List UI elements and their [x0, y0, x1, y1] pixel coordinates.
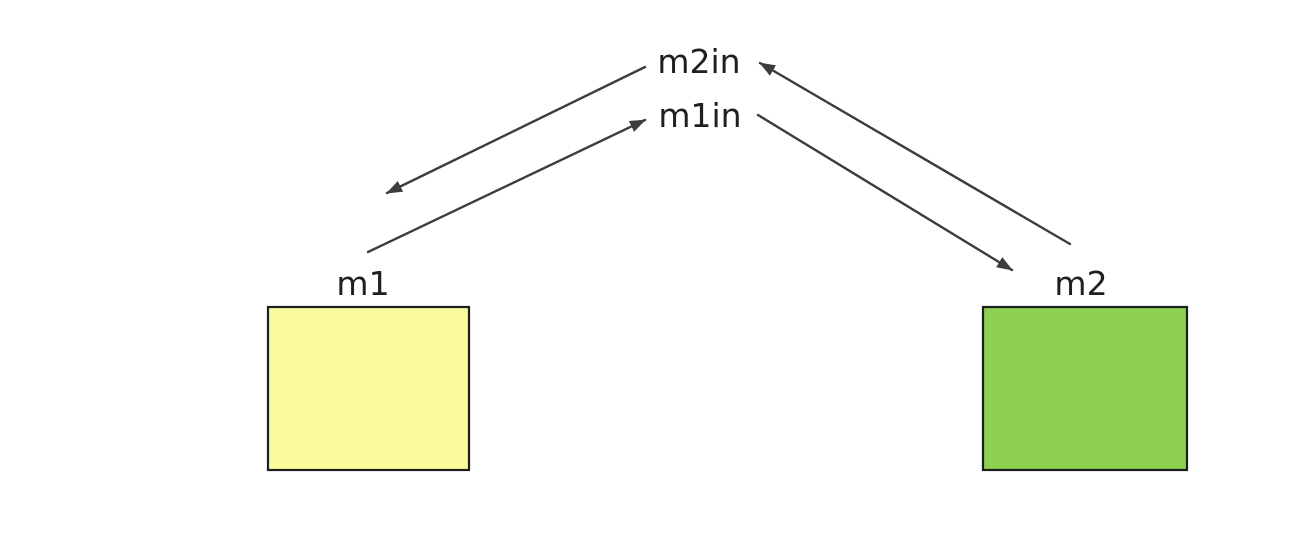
edge-m1in-to-m2: [756, 113, 1014, 272]
edge-m2in-to-m1: [385, 65, 647, 195]
node-m2-box: [981, 305, 1189, 472]
label-m1in: m1in: [658, 96, 741, 135]
label-m2: m2: [1054, 264, 1107, 303]
node-m1-box: [266, 305, 471, 472]
label-m2in: m2in: [657, 42, 740, 81]
label-m1: m1: [336, 264, 389, 303]
edge-m1-to-m1in: [366, 118, 647, 254]
edge-m2-to-m2in: [758, 61, 1072, 246]
